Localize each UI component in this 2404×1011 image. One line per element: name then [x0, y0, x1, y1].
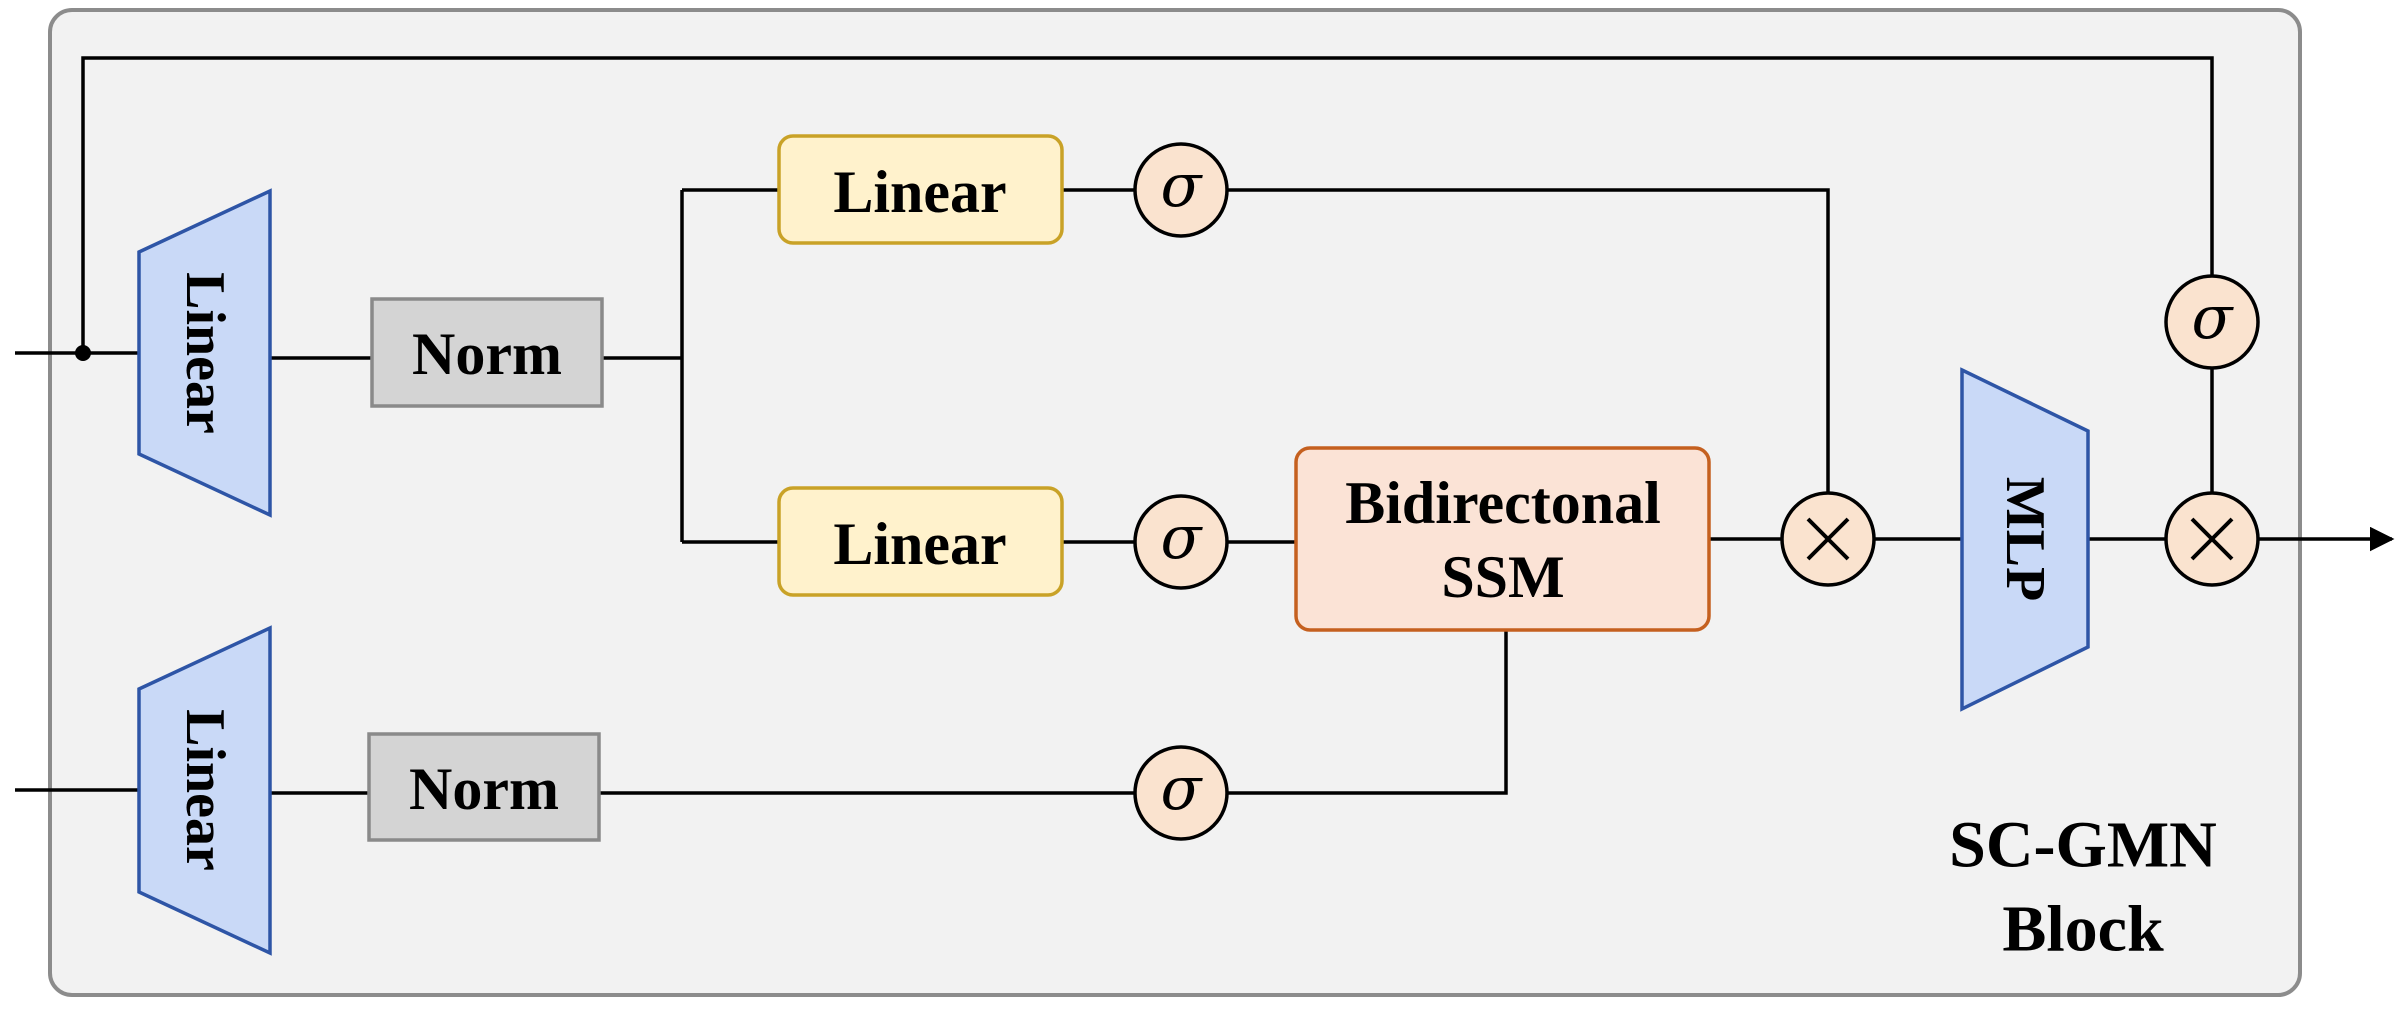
norm-box-top-label: Norm [412, 321, 562, 387]
ssm-box-label-line2: SSM [1441, 544, 1564, 610]
ssm-box: Bidirectonal SSM [1294, 446, 1711, 632]
multiply-node-1 [1780, 491, 1876, 587]
multiply-node-2-cross-b [2190, 517, 2234, 561]
multiply-node-1-cross-b [1806, 517, 1850, 561]
linear-trapezoid-top-label: Linear [174, 272, 236, 434]
norm-box-bottom: Norm [367, 732, 601, 842]
linear-box-upper-label: Linear [833, 159, 1006, 225]
sigma-lower-symbol: σ [1161, 503, 1204, 573]
norm-box-bottom-label: Norm [409, 756, 559, 822]
block-title-line2: Block [2002, 893, 2164, 966]
norm-box-top: Norm [370, 297, 604, 408]
mlp-trapezoid-label: MLP [1994, 477, 2056, 601]
junction-dot [75, 345, 91, 361]
sigma-upper-symbol: σ [1161, 151, 1204, 221]
block-title-line1: SC-GMN [1949, 809, 2217, 882]
multiply-node-2 [2164, 491, 2260, 587]
linear-box-upper: Linear [777, 134, 1064, 245]
linear-trapezoid-top: Linear [137, 188, 272, 518]
linear-trapezoid-bottom-label: Linear [174, 709, 236, 871]
ssm-box-label-line1: Bidirectonal [1345, 470, 1661, 536]
line-bottom-sigma-ssm [1227, 630, 1508, 795]
mlp-trapezoid: MLP [1960, 367, 2090, 712]
sigma-right: σ [2164, 274, 2260, 370]
sigma-right-symbol: σ [2192, 283, 2235, 353]
linear-trapezoid-bottom: Linear [137, 625, 272, 956]
line-upper-sigma-multiply [1227, 188, 1830, 495]
skip-connection [81, 56, 2214, 353]
linear-box-lower-label: Linear [833, 511, 1006, 577]
sigma-upper: σ [1133, 142, 1229, 238]
connections [15, 56, 2395, 795]
linear-box-lower: Linear [777, 486, 1064, 597]
sigma-bottom-symbol: σ [1161, 754, 1204, 824]
sigma-lower: σ [1133, 494, 1229, 590]
sigma-bottom: σ [1133, 745, 1229, 841]
